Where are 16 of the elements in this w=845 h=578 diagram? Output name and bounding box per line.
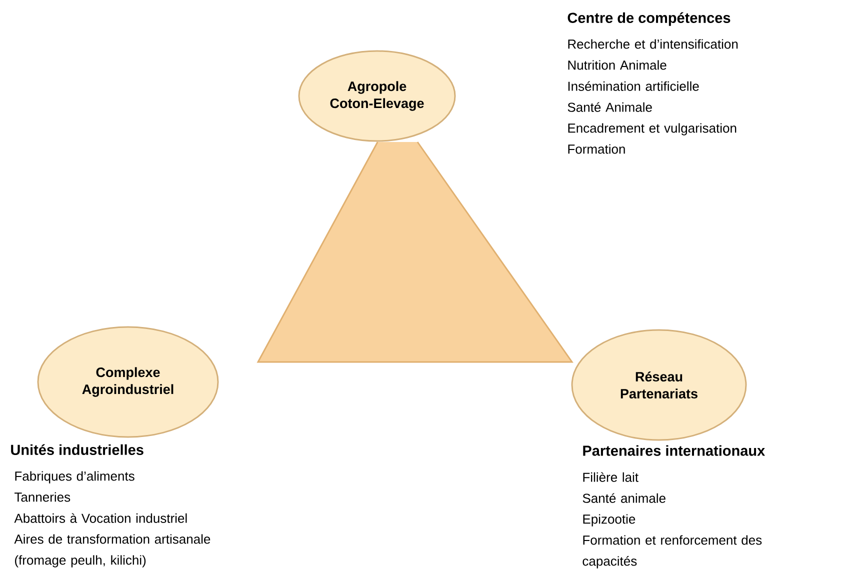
list-item: Abattoirs à Vocation industriel bbox=[14, 513, 187, 523]
list-item: Formation et renforcement des capacités bbox=[582, 535, 762, 568]
list-item: Epizootie bbox=[583, 514, 636, 526]
list-item: Tanneries bbox=[14, 492, 70, 502]
list-item: Santé animale bbox=[582, 493, 666, 503]
list-item: Filière lait bbox=[583, 472, 638, 482]
list-item: Nutrition Animale bbox=[568, 60, 666, 70]
list-item: Santé Animale bbox=[568, 102, 652, 112]
list-item: Formation bbox=[568, 144, 625, 154]
list-heading: Centre de compétences bbox=[568, 12, 730, 26]
list-item: Recherche et d’intensification bbox=[568, 39, 738, 49]
list-item: Fabriques d’aliments bbox=[15, 471, 134, 484]
list-heading: Unités industrielles bbox=[11, 444, 144, 455]
list-item: Insémination artificielle bbox=[568, 81, 699, 91]
list-item: Aires de transformation artisanale (fromage peulh, kilichi) bbox=[14, 534, 210, 568]
list-item: Encadrement et vulgarisation bbox=[568, 123, 736, 136]
